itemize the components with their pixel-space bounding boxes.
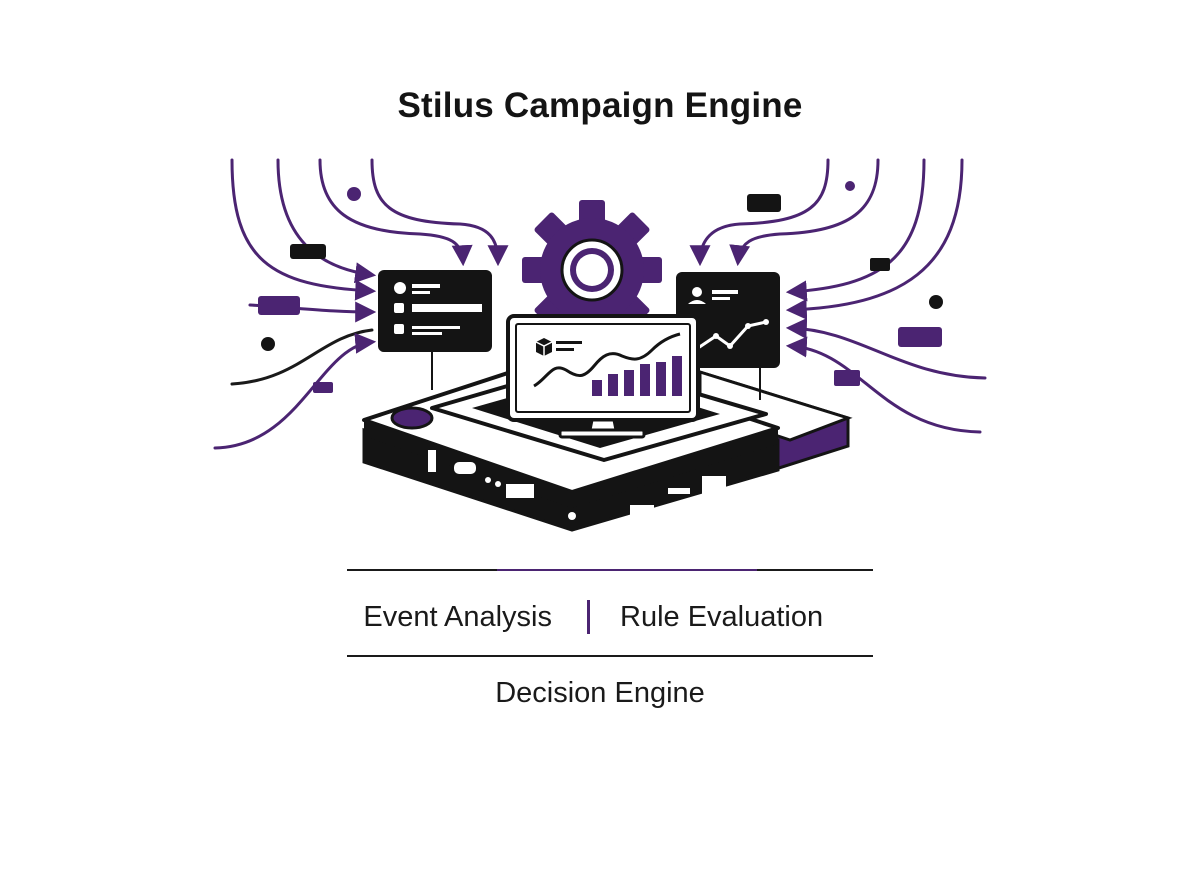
right-flow-line	[729, 158, 880, 267]
right-input-flows	[689, 158, 987, 434]
page-title: Stilus Campaign Engine	[397, 86, 803, 125]
left-flow-line	[370, 158, 509, 267]
bottom-divider-rule	[347, 655, 873, 657]
right-flow-line	[785, 336, 982, 434]
right-flow-line	[785, 158, 926, 302]
left-flow-line	[318, 158, 473, 267]
campaign-engine-illustration	[213, 158, 987, 532]
left-flow-line	[213, 332, 377, 450]
stage-label-rule-evaluation: Rule Evaluation	[620, 601, 824, 633]
data-particles	[258, 181, 943, 393]
right-flow-line	[689, 158, 830, 267]
top-divider-accent	[497, 569, 757, 571]
stage-label-decision-engine: Decision Engine	[495, 677, 705, 709]
left-flow-line	[230, 328, 374, 386]
stage-label-event-analysis: Event Analysis	[363, 601, 552, 633]
stage-separator	[587, 600, 590, 634]
list-panel-icon	[378, 270, 492, 352]
analytics-monitor-icon	[506, 314, 700, 439]
left-flow-line	[230, 158, 377, 301]
right-flow-line	[785, 317, 987, 380]
right-flow-line	[785, 158, 964, 320]
panel-connectors	[431, 352, 761, 400]
user-chart-panel-icon	[676, 272, 780, 368]
